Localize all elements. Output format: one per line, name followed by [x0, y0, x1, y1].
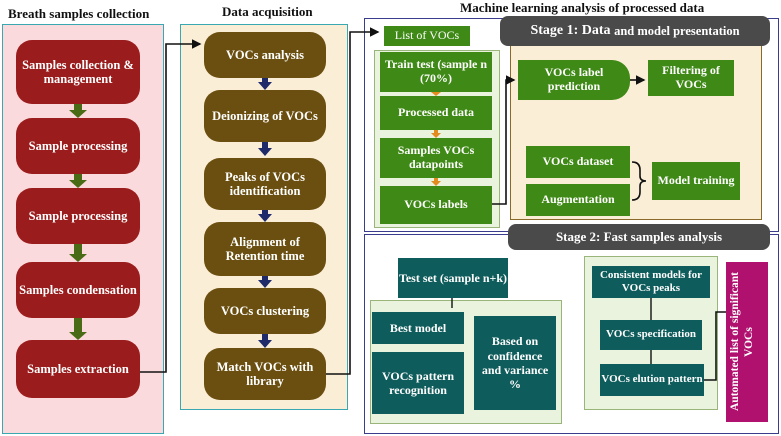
acquisition-arrows [258, 78, 272, 348]
connector-elution-to-automated [704, 311, 726, 381]
augmentation-box: Augmentation [526, 184, 630, 216]
collection-step-1: Samples collection & management [16, 40, 140, 104]
connector-acquisition-to-ml [326, 27, 380, 375]
vocs-labels-box: VOCs labels [380, 186, 492, 224]
stage1-title-main: Stage 1: Data [530, 23, 615, 38]
stage2-title: Stage 2: Fast samples analysis [508, 224, 770, 250]
collection-step-2: Sample processing [16, 118, 140, 174]
test-set-box: Test set (sample n+k) [398, 258, 508, 298]
stage1-arrow-1 [431, 92, 441, 96]
samples-datapoints-box: Samples VOCs datapoints [380, 138, 492, 178]
filtering-box: Filtering of VOCs [648, 60, 734, 96]
best-model-box: Best model [372, 312, 464, 344]
stage1-arrow-3 [431, 178, 441, 186]
acquisition-arrow-2 [258, 142, 272, 156]
acquisition-step-3: Peaks of VOCs identification [204, 158, 326, 210]
acquisition-step-1: VOCs analysis [204, 32, 326, 78]
acquisition-arrow-1 [258, 78, 272, 90]
stage1-arrow-2 [431, 130, 441, 138]
vocs-dataset-box: VOCs dataset [526, 146, 630, 178]
label-prediction-box: VOCs label prediction [518, 60, 630, 100]
stage1-title-and: and model presentation [614, 23, 740, 38]
acquisition-arrow-4 [258, 276, 272, 288]
breath-collection-header: Breath samples collection [8, 6, 150, 21]
acquisition-step-5: VOCs clustering [204, 288, 326, 334]
acquisition-step-2: Deionizing of VOCs [204, 90, 326, 142]
list-of-vocs-box: List of VOCs [384, 26, 470, 46]
processed-data-box: Processed data [380, 96, 492, 130]
collection-step-3: Sample processing [16, 188, 140, 244]
stage1-title: Stage 1: Data and model presentation [500, 16, 770, 46]
collection-step-4: Samples condensation [16, 262, 140, 318]
confidence-box: Based on confidence and variance % [474, 316, 556, 410]
collection-arrow-1 [69, 104, 87, 118]
collection-arrow-4 [69, 318, 87, 340]
acquisition-arrow-5 [258, 334, 272, 348]
model-training-box: Model training [652, 162, 740, 200]
collection-arrow-3 [69, 244, 87, 262]
train-test-box: Train test (sample n (70%) [380, 52, 492, 92]
stage1-arrows [431, 92, 441, 186]
acquisition-arrow-3 [258, 210, 272, 222]
brace-dataset-augmentation [631, 161, 647, 201]
connector-labels-to-prediction [492, 75, 516, 205]
data-acquisition-header: Data acquisition [222, 4, 313, 19]
specification-box: VOCs specification [600, 320, 702, 350]
elution-pattern-box: VOCs elution pattern [600, 364, 704, 396]
automated-list-box: Automated list of significant VOCs [726, 262, 768, 422]
consistent-models-box: Consistent models for VOCs peaks [592, 266, 710, 298]
pattern-recognition-box: VOCs pattern recognition [372, 352, 464, 414]
collection-step-5: Samples extraction [16, 340, 140, 398]
collection-arrows [69, 104, 87, 340]
acquisition-step-6: Match VOCs with library [204, 348, 326, 400]
acquisition-step-4: Alignment of Retention time [204, 222, 326, 276]
connector-collection-to-acquisition [140, 39, 202, 373]
collection-arrow-2 [69, 174, 87, 188]
ml-analysis-header: Machine learning analysis of processed d… [460, 0, 705, 15]
